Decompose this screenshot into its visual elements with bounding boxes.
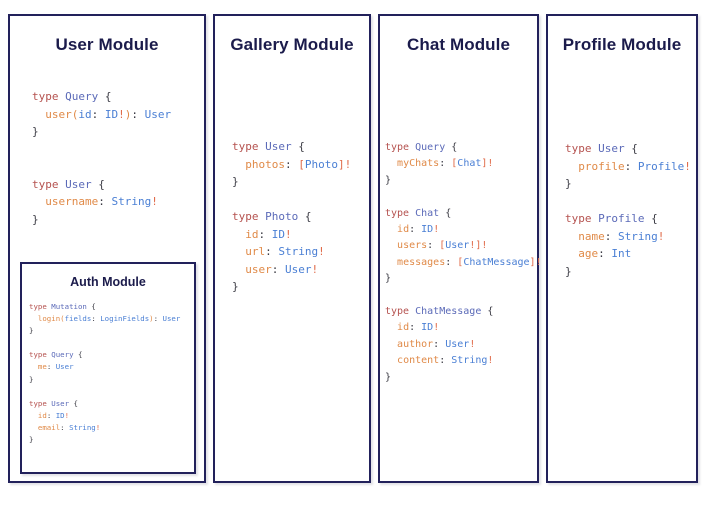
panel-title-auth: Auth Module [70, 275, 146, 289]
panel-title-gallery: Gallery Module [230, 35, 354, 54]
code-block-chat: type Query { myChats: [Chat]! } type Cha… [385, 142, 542, 383]
code-block-auth: type Mutation { login(fields: LoginField… [29, 302, 181, 445]
panel-user-module[interactable]: User Module type Query { user(id: ID!): … [8, 14, 206, 483]
code-block-profile: type User { profile: Profile! } type Pro… [565, 142, 691, 278]
panel-profile-module[interactable]: Profile Module type User { profile: Prof… [546, 14, 698, 483]
panel-title-user: User Module [55, 35, 159, 54]
code-block-user: type Query { user(id: ID!): User } type … [32, 90, 172, 226]
panel-auth-module[interactable]: Auth Module type Mutation { login(fields… [20, 262, 196, 474]
panel-gallery-module[interactable]: Gallery Module type User { photos: [Phot… [213, 14, 371, 483]
panel-title-profile: Profile Module [562, 35, 682, 54]
panel-title-chat: Chat Module [406, 35, 511, 54]
code-block-gallery: type User { photos: [Photo]! } type Phot… [232, 140, 352, 293]
panel-chat-module[interactable]: Chat Module type Query { myChats: [Chat]… [378, 14, 542, 483]
